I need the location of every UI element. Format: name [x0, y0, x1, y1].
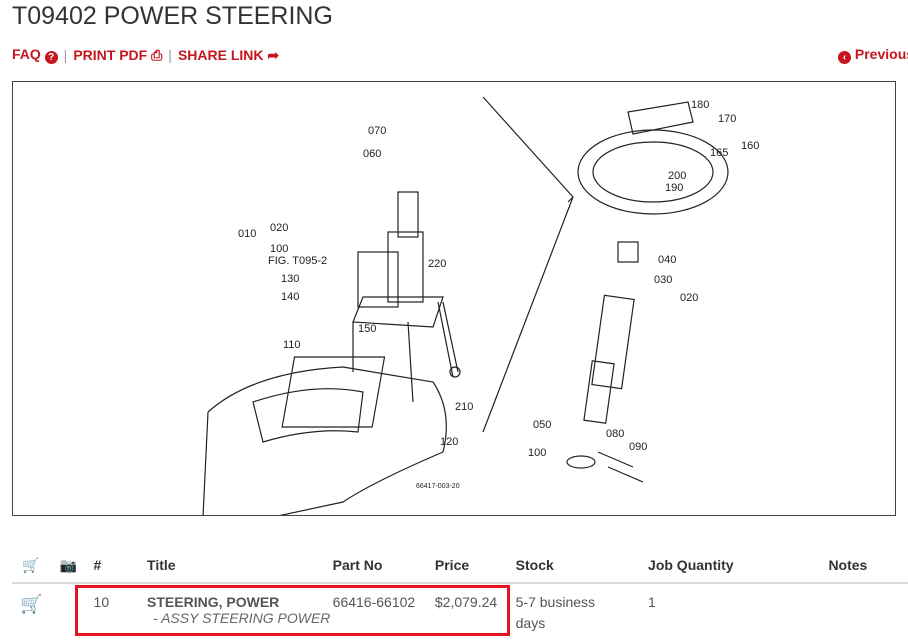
- parts-diagram[interactable]: 070 060 010 020 100 FIG. T095-2 220 130 …: [12, 81, 896, 516]
- callout-060: 060: [363, 148, 381, 160]
- callout-020b: 020: [680, 292, 698, 304]
- printer-icon: ⎙: [151, 46, 163, 63]
- row-notes[interactable]: [828, 583, 908, 640]
- callout-090: 090: [629, 441, 647, 453]
- callout-010: 010: [238, 228, 256, 240]
- callout-020: 020: [270, 222, 288, 234]
- header-qty: Job Quantity: [648, 548, 829, 584]
- header-num: #: [93, 548, 148, 584]
- camera-column-icon: 📷: [59, 548, 94, 584]
- diagram-drawing: [202, 96, 729, 515]
- add-to-cart-icon[interactable]: 🛒: [20, 594, 43, 614]
- callout-190: 190: [665, 182, 683, 194]
- callout-070: 070: [368, 125, 386, 137]
- cart-column-icon: 🛒: [12, 548, 60, 584]
- share-icon: ➦: [267, 46, 280, 63]
- share-label: SHARE LINK: [177, 46, 264, 63]
- print-label: PRINT PDF: [73, 46, 148, 63]
- callout-130: 130: [281, 273, 299, 285]
- callout-050: 050: [533, 419, 551, 431]
- callout-100b: 100: [528, 447, 546, 459]
- callout-120: 120: [440, 436, 458, 448]
- faq-label: FAQ: [12, 46, 41, 62]
- callout-220: 220: [428, 258, 446, 270]
- previous-label: Previous: [854, 46, 908, 62]
- action-links: FAQ ? | PRINT PDF ⎙ | SHARE LINK ➦: [12, 46, 279, 64]
- table-row: 🛒 10 STEERING, POWER- ASSY STEERING POWE…: [12, 583, 908, 640]
- callout-140: 140: [281, 291, 299, 303]
- callout-165: 165: [710, 147, 728, 159]
- callout-030: 030: [654, 274, 672, 286]
- question-icon: ?: [44, 51, 58, 64]
- callout-150: 150: [358, 323, 376, 335]
- row-price: $2,079.24: [434, 594, 498, 610]
- callout-160: 160: [741, 140, 759, 152]
- callout-100: 100: [270, 243, 288, 255]
- share-link[interactable]: SHARE LINK ➦: [178, 47, 279, 64]
- row-title: STEERING, POWER: [147, 594, 280, 610]
- faq-link[interactable]: FAQ ?: [12, 46, 58, 64]
- separator: |: [63, 47, 68, 63]
- callout-040: 040: [658, 254, 676, 266]
- table-header: 🛒 📷 # Title Part No Price Stock Job Quan…: [12, 548, 908, 584]
- parts-table: 🛒 📷 # Title Part No Price Stock Job Quan…: [12, 548, 908, 640]
- callout-170: 170: [718, 113, 736, 125]
- arrow-left-circle-icon: ‹: [838, 51, 851, 64]
- row-subtitle: - ASSY STEERING POWER: [153, 610, 331, 626]
- callout-110: 110: [283, 339, 301, 351]
- row-title-cell: STEERING, POWER- ASSY STEERING POWER: [147, 583, 333, 640]
- header-price: Price: [434, 548, 516, 584]
- callout-080: 080: [606, 428, 624, 440]
- diagram-code: 66417-003-20: [416, 483, 460, 490]
- diagram-labels: 070 060 010 020 100 FIG. T095-2 220 130 …: [238, 99, 759, 490]
- print-pdf-link[interactable]: PRINT PDF ⎙: [73, 47, 162, 64]
- callout-180: 180: [691, 99, 709, 111]
- header-notes: Notes: [828, 548, 908, 584]
- callout-200: 200: [668, 170, 686, 182]
- header-stock: Stock: [515, 548, 649, 584]
- row-num: 10: [93, 594, 110, 610]
- callout-fig: FIG. T095-2: [268, 255, 327, 267]
- page-title: T09402 POWER STEERING: [12, 2, 333, 30]
- separator: |: [168, 47, 172, 63]
- row-part: 66416-66102: [332, 594, 416, 610]
- previous-link[interactable]: ‹ Previous: [838, 46, 908, 64]
- highlight-box: [75, 585, 510, 636]
- header-title: Title: [147, 548, 333, 584]
- callout-210: 210: [455, 401, 473, 413]
- row-stock: 5-7 business days: [515, 594, 596, 631]
- row-qty[interactable]: 1: [648, 594, 656, 610]
- header-part: Part No: [332, 548, 435, 584]
